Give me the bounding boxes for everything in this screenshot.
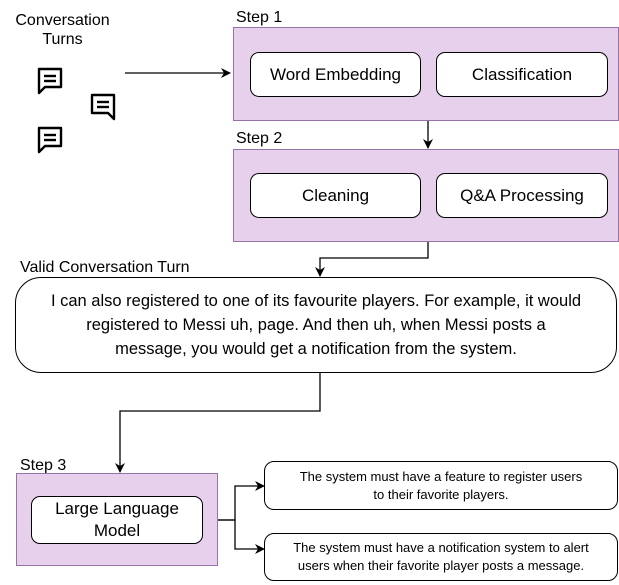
output-requirement-1: The system must have a feature to regist…	[264, 461, 618, 510]
chat-icon	[90, 93, 116, 121]
arrow-turn-to-step3	[115, 373, 321, 473]
valid-turn-label: Valid Conversation Turn	[20, 259, 190, 276]
chat-icon	[37, 126, 63, 154]
word-embedding-node: Word Embedding	[250, 52, 421, 97]
valid-turn-box: I can also registered to one of its favo…	[15, 277, 617, 373]
output-requirement-2: The system must have a notification syst…	[264, 533, 618, 581]
chat-icon	[37, 67, 63, 95]
step1-label: Step 1	[236, 9, 283, 26]
cleaning-node: Cleaning	[250, 173, 421, 218]
arrow-llm-to-output-2	[216, 519, 265, 554]
classification-node: Classification	[436, 52, 608, 97]
step2-label: Step 2	[236, 130, 283, 147]
arrow-llm-to-output-1	[216, 481, 265, 521]
conversation-turns-title: Conversation Turns	[15, 12, 110, 48]
llm-node: Large Language Model	[31, 496, 203, 544]
qa-processing-node: Q&A Processing	[436, 173, 608, 218]
step3-label: Step 3	[20, 457, 67, 474]
arrow-step2-to-turn	[315, 242, 429, 277]
